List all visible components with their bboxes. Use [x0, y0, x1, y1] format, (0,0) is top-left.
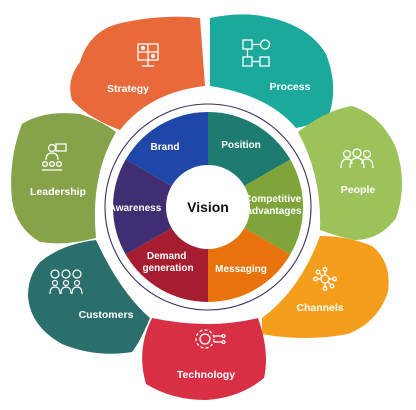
center-circle — [166, 165, 250, 249]
petal-leadership: Leadership — [11, 113, 116, 244]
petal-customers-shape — [28, 240, 150, 354]
petal-process: Process — [210, 14, 334, 128]
petal-technology-shape — [142, 318, 266, 400]
petal-strategy: Strategy — [70, 16, 205, 131]
segment-brand-label: Brand — [151, 142, 180, 153]
people-group-icon — [340, 148, 374, 169]
petal-strategy-shape — [70, 16, 205, 131]
petal-leadership-shape — [11, 113, 116, 244]
segment-position-label: Position — [221, 140, 260, 151]
segment-awareness — [112, 159, 208, 255]
segment-competitive-advantages — [208, 159, 304, 255]
petal-customers-label: Customers — [79, 309, 134, 321]
segment-demand-generation-label: Demand generation — [142, 251, 193, 274]
petal-channels-label: Channels — [296, 302, 343, 314]
segment-messaging-label: Messaging — [215, 264, 267, 275]
flowchart-icon — [242, 39, 271, 67]
petal-process-label: Process — [270, 81, 311, 93]
petal-people-shape — [298, 106, 402, 240]
petal-leadership-label: Leadership — [30, 186, 86, 198]
network-nodes-icon — [313, 267, 337, 291]
leader-presentation-icon — [42, 143, 67, 171]
chess-board-icon — [137, 43, 159, 67]
gear-circuit-icon — [195, 329, 226, 349]
petal-strategy-label: Strategy — [107, 83, 149, 95]
center-label: Vision — [187, 199, 229, 215]
petal-channels: Channels — [262, 236, 389, 338]
petal-customers: Customers — [28, 240, 150, 354]
petal-technology: Technology — [142, 318, 266, 400]
segment-awareness-label: Awareness — [109, 203, 162, 214]
segment-competitive-advantages-label: Competitive advantages — [244, 194, 304, 217]
petal-technology-label: Technology — [177, 369, 235, 381]
petal-people-label: People — [341, 184, 376, 196]
customers-feedback-icon — [49, 269, 83, 295]
petal-process-shape — [210, 14, 334, 128]
ring-line — [104, 103, 312, 311]
petal-people: People — [298, 106, 402, 240]
